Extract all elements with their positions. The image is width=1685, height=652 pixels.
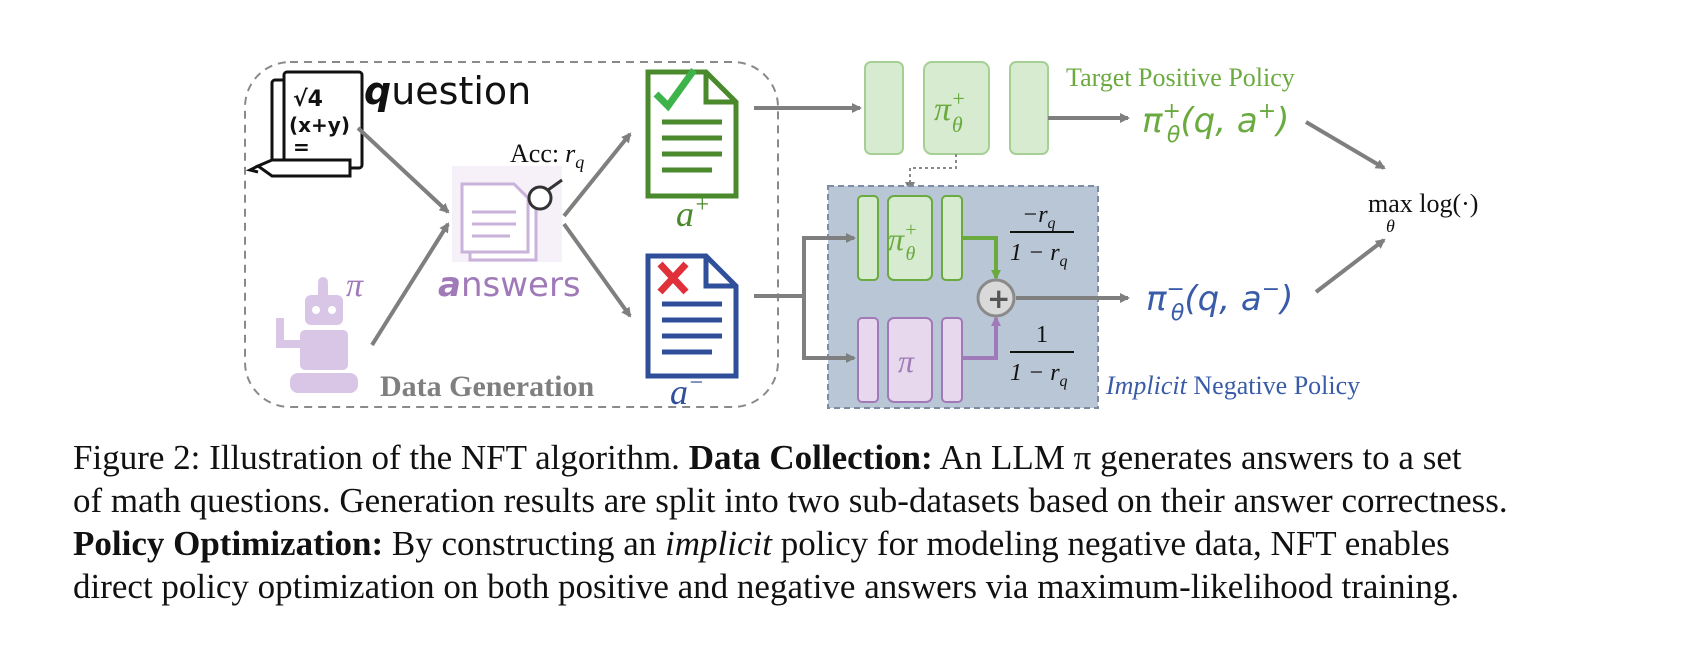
implicit-purple-layer-right [941, 317, 963, 403]
fraction-positive-coef: 1 1 − rq [1010, 322, 1074, 390]
svg-text:1: 1 [1036, 322, 1048, 348]
answers-icon [452, 166, 563, 262]
caption-line-3: Policy Optimization: By constructing an … [73, 522, 1673, 565]
question-label: question [364, 69, 531, 113]
svg-text:=: = [293, 135, 310, 159]
accuracy-label: Acc:rq [510, 139, 584, 172]
implicit-positive-symbol: π+θ [888, 219, 918, 265]
robot-icon [276, 277, 358, 393]
data-generation-label: Data Generation [380, 370, 594, 403]
implicit-policy-label: Implicit Negative Policy [1105, 371, 1360, 400]
caption-line-4: direct policy optimization on both posit… [73, 567, 1460, 606]
negative-to-purple-arrow [802, 296, 856, 363]
implicit-purple-block [887, 317, 933, 403]
negative-to-objective-arrow [1314, 238, 1386, 294]
implicit-green-layer-right [941, 195, 963, 281]
cross-icon [657, 261, 689, 295]
target-layer-right [1009, 61, 1049, 155]
negative-answer-label: a− [670, 370, 704, 412]
svg-text:−rq: −rq [1022, 202, 1056, 232]
llm-policy-symbol: π [346, 267, 364, 304]
objective-label: max log(·) [1368, 189, 1478, 218]
sum-symbol: + [987, 282, 1010, 315]
negative-output: π−θ(q, a−) [1146, 277, 1293, 326]
target-policy-symbol: π+θ [934, 86, 966, 137]
objective-subscript: θ [1386, 216, 1395, 236]
caption-data-collection-heading: Data Collection: [688, 438, 933, 477]
caption-text: policy for modeling negative data, NFT e… [771, 524, 1450, 563]
svg-text:1 − rq: 1 − rq [1010, 360, 1068, 390]
caption-policy-optimization-heading: Policy Optimization: [73, 524, 384, 563]
checkmark-icon [653, 67, 697, 112]
positive-document-icon [645, 67, 739, 199]
target-to-objective-arrow [1304, 120, 1386, 170]
answers-to-positive-arrow [562, 132, 632, 218]
negative-to-green-arrow [802, 233, 856, 296]
answers-to-negative-arrow [562, 222, 632, 318]
nft-diagram: √4 (x+y) = question π answers Acc:rq [244, 61, 1478, 412]
negative-document-icon [645, 253, 739, 379]
implicit-reference-symbol: π [898, 343, 915, 379]
caption-line-1: Figure 2: Illustration of the NFT algori… [73, 436, 1673, 479]
target-policy-label: Target Positive Policy [1066, 63, 1295, 92]
implicit-purple-layer-left [857, 317, 879, 403]
question-to-answers-arrow [356, 126, 450, 214]
purple-to-sum-arrow [962, 316, 1001, 360]
caption-figure-number: Figure 2: Illustration of the NFT algori… [73, 438, 689, 477]
svg-text:1 − rq: 1 − rq [1010, 240, 1068, 270]
robot-to-answers-arrow [370, 222, 450, 347]
svg-text:√4: √4 [293, 87, 323, 112]
target-output: π+θ(q, a+) [1142, 99, 1289, 148]
shared-weights-connector [905, 154, 957, 192]
fraction-negative-coef: −rq 1 − rq [1010, 202, 1074, 270]
green-to-sum-arrow [962, 236, 1001, 280]
caption-text: By constructing an [383, 524, 666, 563]
caption-line-2: of math questions. Generation results ar… [73, 481, 1508, 520]
svg-text:(x+y): (x+y) [289, 113, 350, 137]
positive-answer-label: a+ [676, 192, 710, 234]
implicit-green-layer-left [857, 195, 879, 281]
answers-label: answers [438, 265, 581, 305]
caption-implicit-emphasis: implicit [665, 524, 772, 563]
question-icon: √4 (x+y) = [245, 70, 364, 178]
figure-caption: Figure 2: Illustration of the NFT algori… [73, 436, 1673, 608]
caption-text: An LLM π generates answers to a set [932, 438, 1462, 477]
sum-node [976, 278, 1016, 318]
target-layer-left [864, 61, 904, 155]
implicit-green-block [887, 195, 933, 281]
